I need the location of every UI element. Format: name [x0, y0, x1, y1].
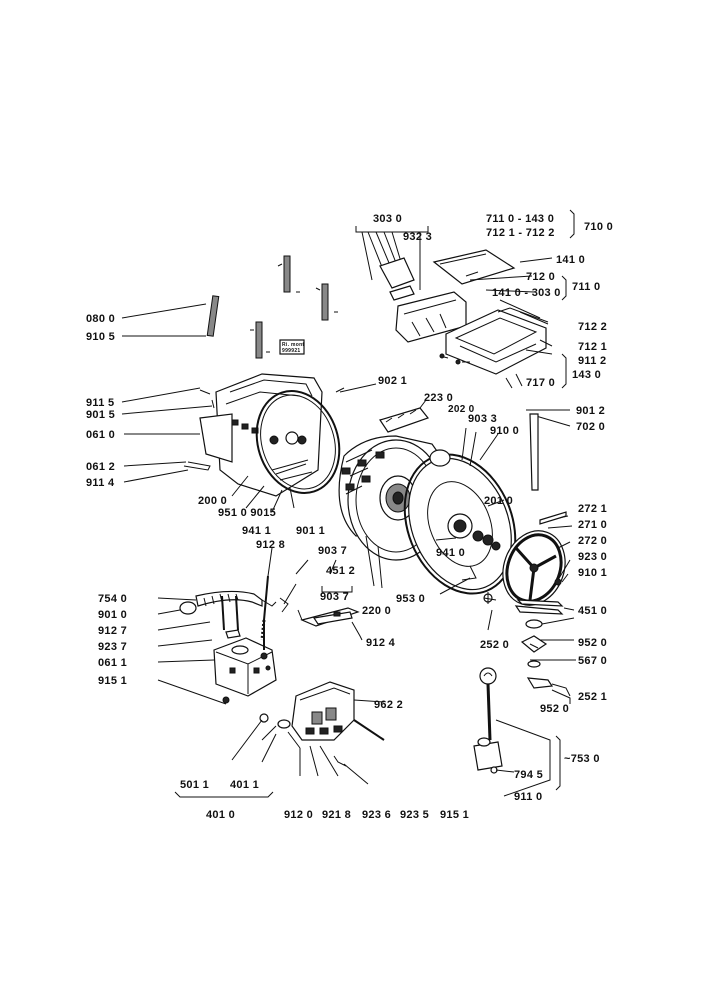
label-9011: 901 1 [296, 525, 325, 537]
label-9510-9015: 951 0 9015 [218, 507, 276, 519]
label-1410: 141 0 [556, 254, 585, 266]
label-4512: 451 2 [326, 565, 355, 577]
label-7020: 702 0 [576, 421, 605, 433]
hose-and-counterweight [157, 547, 297, 705]
label-7110-1430: 711 0 - 143 0 [486, 213, 554, 225]
label-9112: 911 2 [578, 355, 606, 367]
label-9120: 912 0 [284, 809, 313, 821]
label-9235: 923 5 [400, 809, 429, 821]
label-9100: 910 0 [490, 425, 519, 437]
label-9520-b: 952 0 [540, 703, 569, 715]
label-9124: 912 4 [366, 637, 396, 649]
label-2020: 202 0 [448, 404, 475, 415]
label-9015: 901 5 [86, 409, 115, 421]
label-9012: 901 2 [576, 405, 605, 417]
label-9110: 911 0 [514, 791, 542, 803]
label-9530: 953 0 [396, 593, 425, 605]
label-0612: 061 2 [86, 461, 115, 473]
label-7121-7122: 712 1 - 712 2 [486, 227, 555, 239]
label-7530: ~753 0 [564, 753, 600, 765]
label-9236: 923 6 [362, 809, 391, 821]
label-2230: 223 0 [424, 392, 453, 404]
label-9105: 910 5 [86, 331, 115, 343]
label-2710: 271 0 [578, 519, 607, 531]
label-2000: 200 0 [198, 495, 227, 507]
label-9021: 902 1 [378, 375, 407, 387]
label-7121: 712 1 [578, 341, 607, 353]
label-7111: 711 0 [572, 281, 600, 293]
label-9622: 962 2 [374, 699, 403, 711]
label-7100: 710 0 [584, 221, 613, 233]
label-9230: 923 0 [578, 551, 607, 563]
label-9323: 932 3 [403, 231, 432, 243]
label-9151-b: 915 1 [440, 809, 469, 821]
label-9237: 923 7 [98, 641, 127, 653]
label-9037-b: 903 7 [320, 591, 349, 603]
bracket-4512 [295, 559, 363, 641]
dispenser-group [355, 209, 575, 389]
sticker-text-2: 999921 [282, 348, 301, 354]
label-4011: 401 1 [230, 779, 259, 791]
label-7122: 712 2 [578, 321, 607, 333]
label-4010: 401 0 [206, 809, 235, 821]
label-9520-a: 952 0 [578, 637, 607, 649]
label-1430: 143 0 [572, 369, 601, 381]
motor-small-parts [473, 592, 576, 797]
label-2520: 252 0 [480, 639, 509, 651]
label-9010: 901 0 [98, 609, 127, 621]
label-9218: 921 8 [322, 809, 351, 821]
label-9128: 912 8 [256, 539, 285, 551]
label-9115: 911 5 [86, 397, 114, 409]
pulley-wheel [502, 511, 575, 615]
outer-tub-front [403, 409, 571, 595]
part-labels: 303 0 932 3 711 0 - 143 0 712 1 - 712 2 … [86, 213, 613, 821]
sticker-text-1: Ri. mont [282, 342, 304, 348]
label-0800: 080 0 [86, 313, 115, 325]
label-1410-3030: 141 0 - 303 0 [492, 287, 561, 299]
label-9410: 941 0 [436, 547, 465, 559]
label-4510: 451 0 [578, 605, 607, 617]
label-9037-a: 903 7 [318, 545, 347, 557]
label-9033: 903 3 [468, 413, 497, 425]
label-7540: 754 0 [98, 593, 127, 605]
label-2721: 272 1 [578, 503, 607, 515]
outer-tub-rear [121, 373, 377, 513]
label-9114: 911 4 [86, 477, 115, 489]
label-7170: 717 0 [526, 377, 555, 389]
label-9411: 941 1 [242, 525, 271, 537]
label-3030: 303 0 [373, 213, 402, 225]
label-9101: 910 1 [578, 567, 607, 579]
label-9127: 912 7 [98, 625, 127, 637]
label-7945: 794 5 [514, 769, 543, 781]
label-2200: 220 0 [362, 605, 391, 617]
label-2521: 252 1 [578, 691, 607, 703]
label-0610: 061 0 [86, 429, 115, 441]
control-block [174, 681, 385, 798]
label-9151-a: 915 1 [98, 675, 127, 687]
label-5670: 567 0 [578, 655, 607, 667]
label-2010: 201 0 [484, 495, 513, 507]
suspension-springs: Ri. mont 999921 [121, 255, 338, 359]
label-2720: 272 0 [578, 535, 607, 547]
label-5011: 501 1 [180, 779, 209, 791]
label-7120: 712 0 [526, 271, 555, 283]
label-0611: 061 1 [98, 657, 127, 669]
